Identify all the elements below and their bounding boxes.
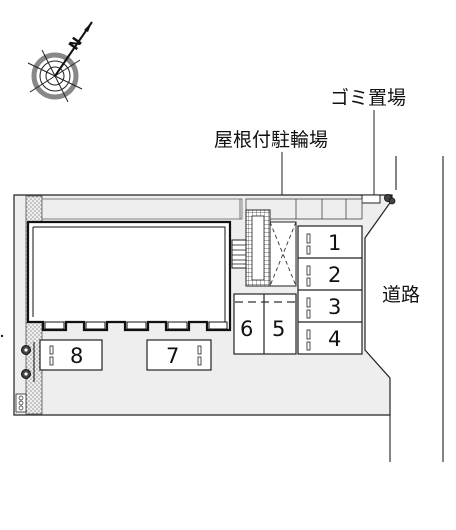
parking-block-5-6 <box>233 293 297 355</box>
building-outline <box>26 220 232 332</box>
label-garbage-area: ゴミ置場 <box>330 87 406 109</box>
compass-ring <box>31 52 79 100</box>
parking-space-7-box <box>146 339 212 371</box>
parking-block-1-4 <box>297 225 363 355</box>
garbage-bin <box>361 194 381 204</box>
parking-space-2: 2 <box>328 263 341 287</box>
building <box>26 220 232 332</box>
shrub-icon <box>383 193 396 205</box>
staircase <box>231 239 247 269</box>
label-covered-bicycle-parking: 屋根付駐輪場 <box>214 129 328 151</box>
compass: N <box>27 21 93 103</box>
parking-space-8: 8 <box>70 344 83 368</box>
parking-space-4: 4 <box>328 327 341 351</box>
upper-paved-strip <box>245 198 363 220</box>
parking-space-3: 3 <box>328 295 341 319</box>
parking-space-1: 1 <box>328 231 341 255</box>
north-walkway <box>41 198 243 220</box>
road-edges <box>389 156 444 462</box>
shrubs-west <box>21 342 35 382</box>
bicycle-parking-area <box>245 209 297 287</box>
parking-space-8-box <box>39 339 103 371</box>
north-arrow-icon <box>84 22 92 32</box>
parking-space-5: 5 <box>272 317 285 341</box>
compass-north-letter: N <box>66 35 86 54</box>
meter-icon <box>15 393 27 413</box>
label-road: 道路 <box>382 284 420 306</box>
parking-space-6: 6 <box>240 317 253 341</box>
parking-space-7: 7 <box>166 344 179 368</box>
marker-dot <box>0 334 4 338</box>
